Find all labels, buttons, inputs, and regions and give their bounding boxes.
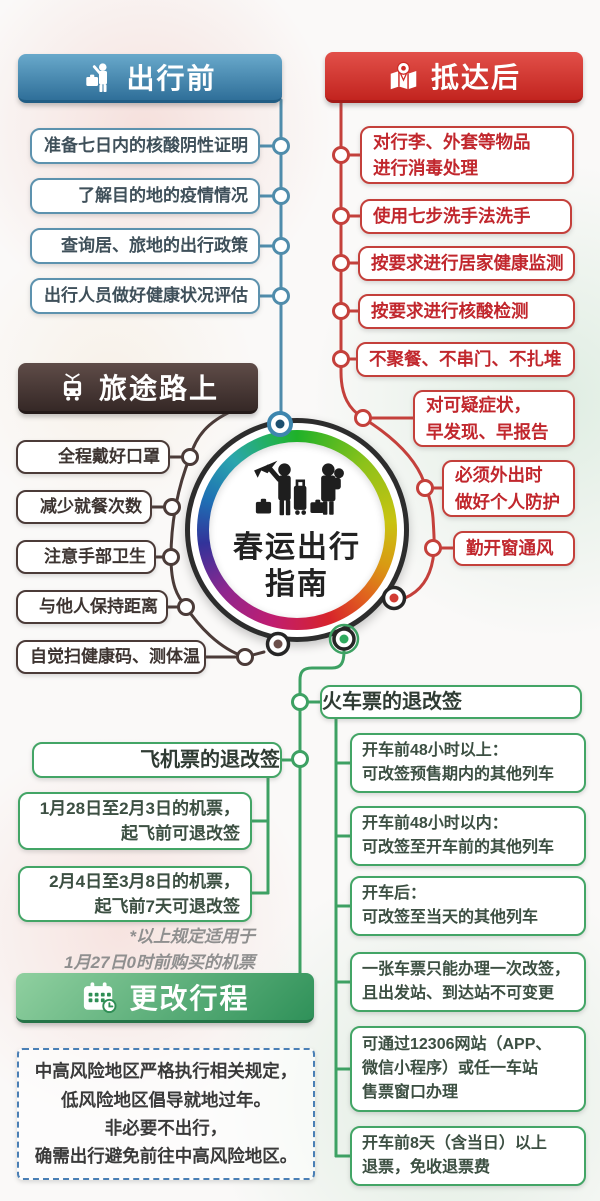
arrive-item: 对行李、外套等物品 进行消毒处理 [360,126,574,184]
flight-section-header: 飞机票的退改签 [32,742,282,778]
journey-section-title: 旅途路上 [98,373,219,404]
train-item: 开车前8天（含当日）以上 退票，免收退票费 [350,1126,586,1186]
before-node [272,137,290,305]
before-item: 出行人员做好健康状况评估 [30,278,260,314]
train-item: 一张车票只能办理一次改签， 且出发站、到达站不可变更 [350,952,586,1012]
before-item: 了解目的地的疫情情况 [30,178,260,214]
before-section-header: 出行前 [18,54,282,103]
flight-item: 2月4日至3月8日的机票， 起飞前7天可退改签 [18,866,252,922]
journey-item: 全程戴好口罩 [16,440,170,474]
arrive-item: 必须外出时 做好个人防护 [442,460,575,517]
train-item: 开车前48小时以上： 可改签预售期内的其他列车 [350,733,586,793]
train-item: 开车后： 可改签至当天的其他列车 [350,876,586,936]
flight-item: 1月28日至2月3日的机票， 起飞前可退改签 [18,792,252,850]
change-section-header: 更改行程 [16,973,314,1023]
arrive-item: 不聚餐、不串门、不扎堆 [356,342,575,377]
flight-footnote: *以上规定适用于 1月27日0时前购买的机票 [64,927,255,972]
before-section-title: 出行前 [126,63,217,94]
arrive-item: 按要求进行居家健康监测 [358,246,575,281]
journey-section-header: 旅途路上 [18,363,258,414]
arrive-item: 按要求进行核酸检测 [358,294,575,329]
arrive-item: 对可疑症状， 早发现、早报告 [413,390,575,447]
train-item: 可通过12306网站（APP、 微信小程序）或任一车站 售票窗口办理 [350,1026,586,1112]
tickets-node [291,693,309,768]
center-title: 春运出行 指南 [233,531,361,601]
travelers-with-luggage-icon [254,461,344,516]
map-pin-icon [390,61,417,89]
arrive-section-title: 抵达后 [430,62,521,93]
before-branch-line [258,98,283,418]
before-item: 查询居、旅地的出行政策 [30,228,260,264]
traveler-waving-suitcase-icon [86,63,108,93]
journey-item: 注意手部卫生 [16,540,156,574]
before-item: 准备七日内的核酸阴性证明 [30,128,260,164]
journey-item: 自觉扫健康码、测体温 [16,640,206,674]
arrive-item: 使用七步洗手法洗手 [360,199,572,234]
arrive-item: 勤开窗通风 [453,531,575,566]
change-notice: 中高风险地区严格执行相关规定， 低风险地区倡导就地过年。 非必要不出行， 确需出… [17,1048,315,1180]
journey-item: 减少就餐次数 [16,490,152,524]
arrive-section-header: 抵达后 [325,52,583,103]
train-item: 开车前48小时以内： 可改签至开车前的其他列车 [350,806,586,866]
change-section-title: 更改行程 [129,982,250,1014]
train-section-header: 火车票的退改签 [320,685,582,719]
journey-item: 与他人保持距离 [16,590,168,624]
tram-icon [63,373,82,401]
hub-center: 春运出行 指南 [209,442,385,618]
calendar-clock-icon [84,981,117,1013]
